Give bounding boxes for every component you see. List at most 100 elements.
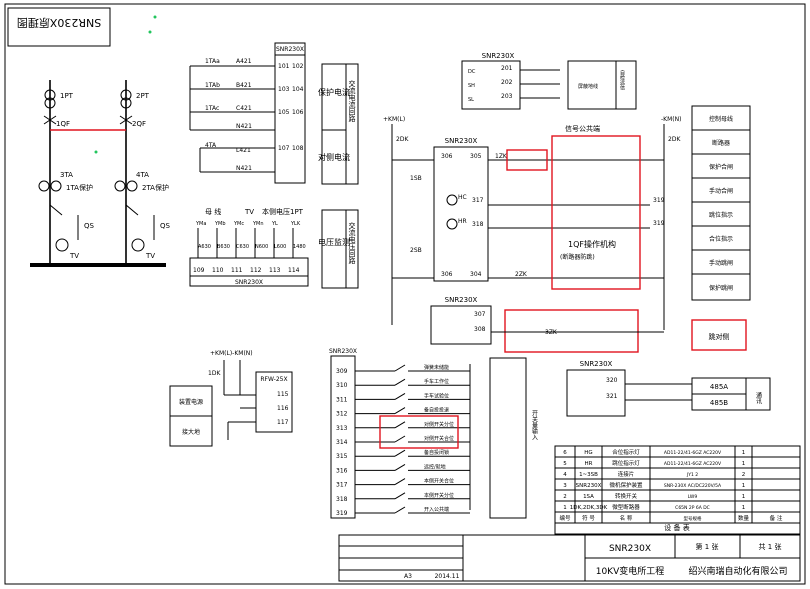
svg-text:B630: B630: [217, 244, 230, 250]
svg-text:1TAb: 1TAb: [205, 82, 220, 89]
sheet-size: A3: [404, 573, 412, 580]
svg-text:手动合闸: 手动合闸: [709, 187, 733, 195]
rfw-label: RFW-25X: [260, 376, 287, 383]
bom-cell-qty: 1: [742, 450, 746, 456]
svg-text:101: 101: [278, 63, 290, 70]
switch-1sb: 1SB: [410, 175, 422, 182]
svg-text:手动跳闸: 手动跳闸: [709, 259, 733, 267]
pt-label-2: 2PT: [136, 92, 150, 100]
svg-text:318: 318: [472, 221, 484, 228]
neutral-wire-1: N421: [236, 123, 252, 130]
svg-text:保护合闸: 保护合闸: [709, 163, 733, 171]
highlight-relay-contact: [506, 149, 548, 171]
svg-text:C630: C630: [236, 244, 249, 250]
vertical-label-current: 交流电流回路: [348, 79, 356, 123]
bom-cell-name: 跳位指示灯: [612, 459, 640, 467]
tv-label-1: TV: [69, 252, 79, 260]
drawing-title-box: SNR230X原理图: [7, 7, 111, 47]
binary-header: SNR230X: [329, 348, 357, 355]
current-row-1: 1TAa A421 101 102: [190, 58, 304, 70]
drawing-number: SNR230X: [609, 544, 651, 554]
binary-input-label: 远控/就地: [424, 463, 446, 470]
voltage-terminals: YMa YMb YMc YMn YL YLK A630 B630 C630 N6…: [193, 221, 306, 274]
svg-text:保护跳闸: 保护跳闸: [709, 284, 733, 292]
side-label-voltage: 电压监测: [318, 237, 350, 247]
svg-text:305: 305: [470, 153, 482, 160]
bom-cell-code: 符 号: [582, 514, 595, 522]
control-lower-header: SNR230X: [445, 296, 478, 304]
drawing-date: 2014.11: [435, 573, 460, 580]
svg-text:DC: DC: [468, 69, 476, 75]
project-name: 10KV变电所工程: [596, 565, 665, 577]
bom-cell-note: 备 注: [770, 514, 783, 522]
svg-text:SL: SL: [468, 97, 474, 103]
outer-frame: [4, 3, 806, 585]
lamp-hc: HC: [458, 194, 467, 201]
function-boxes: 控制母线 断路器 保护合闸 手动合闸 跳位指示 合位指示 手动跳闸 保护跳闸: [691, 105, 751, 301]
bom-cell-no: 6: [563, 450, 567, 456]
rs485a-label: 485A: [710, 383, 728, 391]
rs485-side-label: 通讯: [755, 391, 762, 405]
drawing-title: SNR230X原理图: [17, 16, 101, 29]
group-label-tv: TV: [244, 208, 254, 216]
bom-cell-code: HR: [585, 461, 593, 467]
bom-cell-qty: 2: [742, 472, 746, 478]
bom-cell-qty: 1: [742, 505, 746, 511]
side-label-remote-current: 对侧电流: [318, 152, 350, 162]
bom-cell-model: 型号规格: [684, 515, 702, 522]
bus-left-label: +KM(L): [383, 116, 405, 123]
qs-label-1: QS: [84, 222, 95, 230]
svg-text:320: 320: [606, 377, 618, 384]
binary-vertical-label: 开关量输入: [531, 410, 538, 440]
svg-text:L421: L421: [236, 147, 251, 154]
svg-text:4TA: 4TA: [205, 142, 217, 149]
svg-text:115: 115: [277, 391, 289, 398]
svg-text:1TAc: 1TAc: [205, 105, 219, 112]
svg-text:YMb: YMb: [214, 221, 226, 227]
highlight-mechanism: [551, 135, 641, 290]
switch-2sb: 2SB: [410, 247, 422, 254]
primary-diagram: 1PT 1QF 3TA 1TA保护 QS TV 2PT 2QF 4TA 2TA保…: [30, 80, 171, 267]
bom-cell-name: 微机保护装置: [609, 481, 643, 489]
stray-dot: [148, 30, 152, 34]
tv-label-2: TV: [145, 252, 155, 260]
bom-cell-model: LW9: [688, 494, 698, 500]
binary-input-label: 对侧开关合位: [424, 435, 454, 442]
svg-text:L600: L600: [274, 244, 286, 250]
svg-text:113: 113: [269, 267, 281, 274]
svg-text:116: 116: [277, 405, 289, 412]
title-block: SNR230X 第 1 张 共 1 张 10KV变电所工程 绍兴南瑞自动化有限公…: [338, 534, 801, 582]
bom-cell-no: 4: [563, 472, 567, 478]
binary-input-label: 对侧开关分位: [424, 421, 454, 428]
bom-cell-qty: 1: [742, 494, 746, 500]
bom-cell-qty: 1: [742, 461, 746, 467]
sheet-number: 第 1 张: [696, 542, 719, 551]
fuse-left-label: 2DK: [396, 136, 409, 143]
pt-label-1: 1PT: [60, 92, 74, 100]
svg-text:N600: N600: [255, 244, 268, 250]
side-label-protect-current: 保护电流: [318, 87, 350, 97]
qf-label-2: 2QF: [132, 120, 146, 128]
svg-text:117: 117: [277, 419, 289, 426]
power-bus-label: +KM(L)-KM(N): [210, 350, 253, 357]
highlight-trip-remote: [691, 319, 747, 351]
binary-terminal: 312: [336, 411, 348, 418]
signal-common-label: 信号公共端: [565, 124, 600, 133]
group-label-1pt: 本侧电压1PT: [262, 207, 304, 216]
svg-text:112: 112: [250, 267, 262, 274]
svg-text:203: 203: [501, 93, 513, 100]
binary-input-label: 开入公共端: [424, 506, 449, 513]
lamp-hr: HR: [458, 218, 467, 225]
highlight-remote-switch: [379, 415, 459, 449]
svg-text:断路器: 断路器: [712, 139, 730, 147]
current-circuit: SNR230X 保护电流 对侧电流 交流电流回路 1TAa A421 101 1…: [189, 42, 359, 185]
binary-input-label: 手车试验位: [424, 392, 449, 399]
svg-text:YMc: YMc: [233, 221, 244, 227]
svg-text:111: 111: [231, 267, 243, 274]
bom-cell-no: 3: [563, 483, 567, 489]
svg-text:317: 317: [472, 197, 484, 204]
binary-terminal: 311: [336, 396, 348, 403]
svg-text:307: 307: [474, 311, 486, 318]
